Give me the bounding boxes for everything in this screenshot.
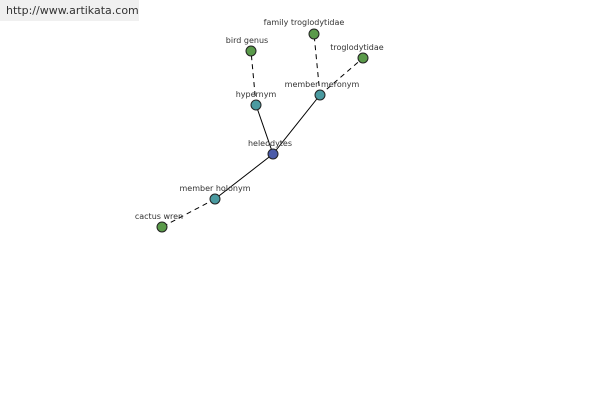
node-label-family-troglodytidae: family troglodytidae — [264, 18, 345, 27]
edge-heleodytes-to-member-meronym — [272, 94, 321, 155]
node-label-cactus-wren: cactus wren — [135, 212, 183, 221]
site-url-link[interactable]: http://www.artikata.com — [0, 0, 139, 21]
edge-hypernym-to-bird-genus — [250, 50, 257, 106]
edge-member-holonym-to-cactus-wren — [161, 198, 216, 228]
node-label-heleodytes: heleodytes — [248, 139, 292, 148]
node-hypernym[interactable] — [250, 99, 262, 111]
label-layer: bird genus family troglodytidae troglodyti… — [135, 18, 384, 221]
edge-member-meronym-to-family-troglodytidae — [313, 33, 321, 96]
edge-member-meronym-to-troglodytidae — [319, 57, 364, 96]
edge-heleodytes-to-hypernym — [255, 104, 274, 155]
node-family-troglodytidae[interactable] — [308, 28, 320, 40]
node-cactus-wren[interactable] — [156, 221, 168, 233]
node-label-member-holonym: member holonym — [179, 184, 250, 193]
node-member-holonym[interactable] — [209, 193, 221, 205]
node-member-meronym[interactable] — [314, 89, 326, 101]
node-label-hypernym: hypernym — [236, 90, 277, 99]
node-troglodytidae[interactable] — [357, 52, 369, 64]
node-label-troglodytidae: troglodytidae — [330, 43, 383, 52]
node-heleodytes[interactable] — [267, 148, 279, 160]
edge-layer — [161, 33, 364, 228]
node-label-bird-genus: bird genus — [226, 36, 268, 45]
node-layer — [156, 28, 369, 233]
edge-heleodytes-to-member-holonym — [214, 153, 274, 200]
node-bird-genus[interactable] — [245, 45, 257, 57]
node-label-member-meronym: member meronym — [285, 80, 360, 89]
